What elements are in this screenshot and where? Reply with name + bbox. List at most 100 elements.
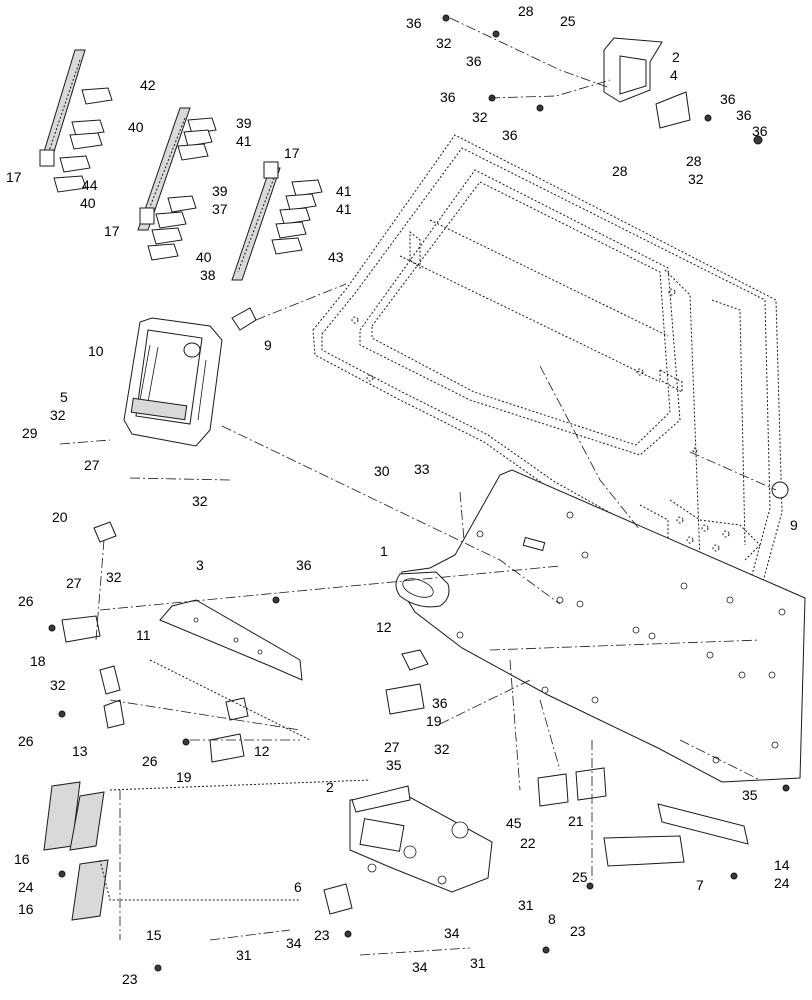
callout-label: 2 — [326, 779, 334, 795]
callout-label: 36 — [752, 123, 768, 139]
callout-label: 36 — [406, 15, 422, 31]
callout-label: 23 — [314, 927, 330, 943]
callout-label: 21 — [568, 813, 584, 829]
callout-label: 31 — [470, 955, 486, 971]
callout-label: 23 — [122, 971, 138, 987]
callout-label: 39 — [212, 183, 228, 199]
callout-label: 23 — [570, 923, 586, 939]
callout-label: 27 — [66, 575, 82, 591]
callout-label: 40 — [80, 195, 96, 211]
callout-label: 36 — [466, 53, 482, 69]
callout-label: 26 — [18, 733, 34, 749]
callout-label: 11 — [136, 627, 151, 643]
callout-label: 30 — [374, 463, 390, 479]
callout-label: 36 — [296, 557, 312, 573]
callout-label: 39 — [236, 115, 252, 131]
callout-label: 36 — [502, 127, 518, 143]
callout-label: 32 — [50, 407, 66, 423]
callout-label: 15 — [146, 927, 162, 943]
callout-label: 34 — [412, 959, 428, 975]
callout-label: 17 — [284, 145, 300, 161]
callout-label: 9 — [790, 517, 798, 533]
callout-label: 35 — [386, 757, 402, 773]
callout-label: 42 — [140, 77, 156, 93]
callout-label: 32 — [436, 35, 452, 51]
callout-label: 37 — [212, 201, 228, 217]
callout-label: 27 — [84, 457, 100, 473]
callout-label: 5 — [60, 389, 68, 405]
callout-label: 6 — [294, 879, 302, 895]
callout-label: 38 — [200, 267, 216, 283]
callout-label: 25 — [572, 869, 588, 885]
callout-label: 34 — [286, 935, 302, 951]
callout-label: 29 — [22, 425, 38, 441]
din-rails — [39, 49, 281, 281]
bracket-top — [603, 37, 691, 129]
callout-label: 31 — [236, 947, 252, 963]
callout-label: 17 — [104, 223, 120, 239]
callout-label: 1 — [380, 543, 388, 559]
callout-label: 16 — [14, 851, 30, 867]
callout-label: 41 — [236, 133, 252, 149]
callout-label: 25 — [560, 13, 576, 29]
callout-label: 17 — [6, 169, 22, 185]
relays-and-parts — [43, 307, 789, 921]
callout-label: 20 — [52, 509, 68, 525]
callout-label: 41 — [336, 201, 352, 217]
callout-label: 36 — [736, 107, 752, 123]
callout-label: 19 — [176, 769, 192, 785]
callout-label: 36 — [720, 91, 736, 107]
callout-label: 40 — [196, 249, 212, 265]
callout-label: 10 — [88, 343, 104, 359]
assembly-lines — [59, 17, 777, 956]
callout-label: 35 — [742, 787, 758, 803]
callout-label: 14 — [774, 857, 790, 873]
callout-label: 28 — [686, 153, 702, 169]
callout-label: 32 — [434, 741, 450, 757]
callout-label: 41 — [336, 183, 352, 199]
callout-label: 40 — [128, 119, 144, 135]
callout-label: 13 — [72, 743, 88, 759]
callout-label: 45 — [506, 815, 522, 831]
callout-label: 33 — [414, 461, 430, 477]
callout-label: 7 — [696, 877, 704, 893]
callout-label: 36 — [432, 695, 448, 711]
hardware-fasteners — [48, 14, 790, 972]
callout-label: 4 — [670, 67, 678, 83]
callout-label: 36 — [440, 89, 456, 105]
callout-label: 27 — [384, 739, 400, 755]
callout-label: 24 — [18, 879, 34, 895]
callout-label: 24 — [774, 875, 790, 891]
callout-label: 2 — [672, 49, 680, 65]
callout-label: 8 — [548, 911, 556, 927]
callout-label: 12 — [376, 619, 392, 635]
callout-label: 18 — [30, 653, 46, 669]
callout-label: 32 — [192, 493, 208, 509]
main-mounting-plate — [395, 469, 806, 783]
bracket-lower — [349, 785, 493, 893]
bracket-strip — [159, 599, 303, 681]
callout-label: 44 — [82, 177, 98, 193]
callout-label: 31 — [518, 897, 534, 913]
callout-label: 43 — [328, 249, 344, 265]
callout-label: 22 — [520, 835, 536, 851]
controller-module — [123, 317, 223, 447]
callout-label: 26 — [18, 593, 34, 609]
callout-label: 28 — [518, 3, 534, 19]
callout-label: 19 — [426, 713, 442, 729]
callout-label: 32 — [106, 569, 122, 585]
terminal-blocks — [53, 87, 323, 261]
callout-label: 3 — [196, 557, 204, 573]
callout-label: 34 — [444, 925, 460, 941]
callout-label: 32 — [688, 171, 704, 187]
callout-label: 12 — [254, 743, 270, 759]
callout-label: 32 — [50, 677, 66, 693]
callout-label: 9 — [264, 337, 272, 353]
callout-label: 26 — [142, 753, 158, 769]
callout-label: 28 — [612, 163, 628, 179]
callout-label: 32 — [472, 109, 488, 125]
